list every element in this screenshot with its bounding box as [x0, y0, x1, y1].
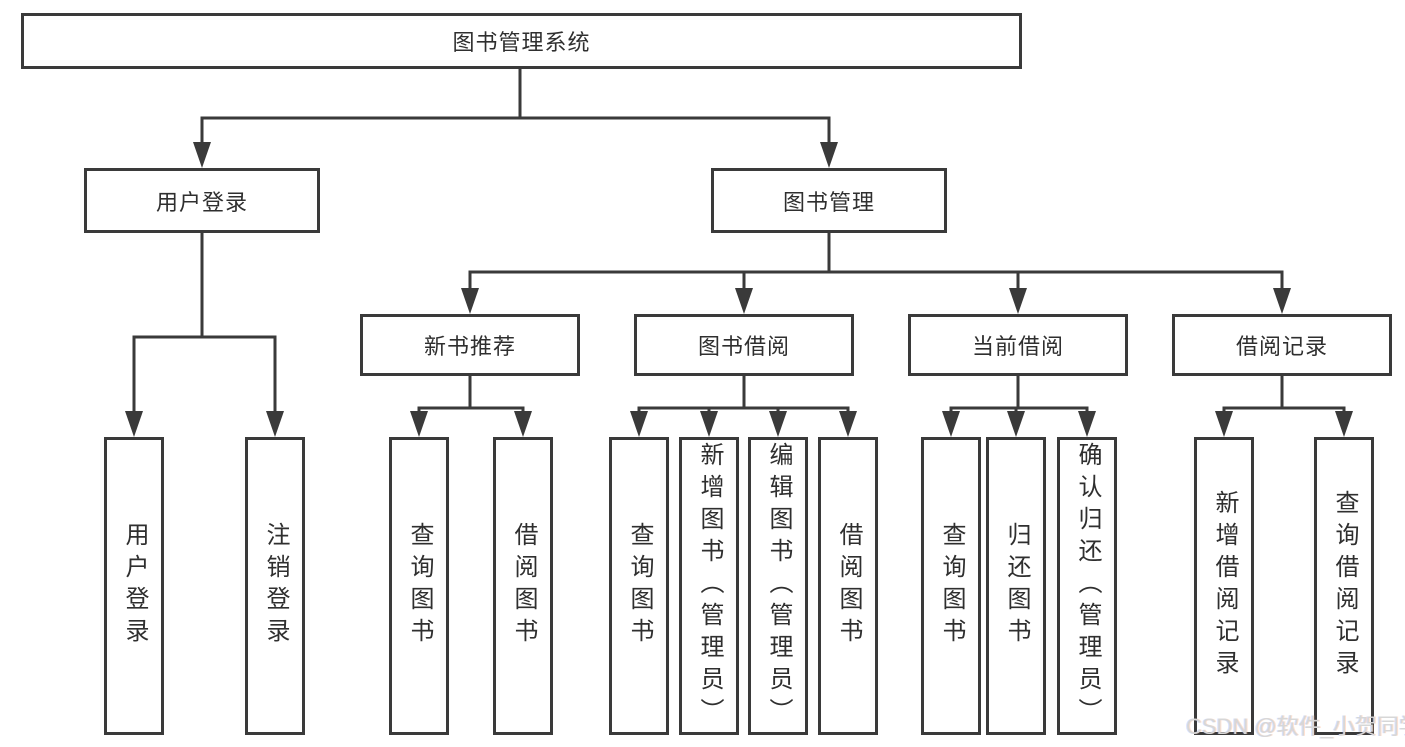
node-current-borrow-label: 当前借阅 [971, 334, 1064, 359]
leaf-borrow-books-recommend-label: 借阅图书 [510, 522, 537, 650]
node-new-book-recommend: 新书推荐 [360, 314, 580, 376]
node-user-login: 用户登录 [84, 168, 320, 233]
leaf-borrow-books-label: 借阅图书 [835, 522, 862, 650]
node-root-label: 图书管理系统 [452, 30, 591, 55]
node-book-management-label: 图书管理 [782, 189, 875, 215]
leaf-add-borrow-record: 新增借阅记录 [1194, 437, 1254, 735]
node-root: 图书管理系统 [21, 13, 1022, 69]
leaf-query-books-borrow: 查询图书 [609, 437, 669, 735]
leaf-confirm-return-admin: 确认归还（管理员） [1057, 437, 1117, 735]
node-current-borrow: 当前借阅 [908, 314, 1128, 376]
leaf-logout-label: 注销登录 [262, 522, 289, 650]
node-book-borrow-label: 图书借阅 [697, 334, 790, 359]
csdn-watermark: CSDN @软件_小贺同学 [1186, 714, 1405, 739]
leaf-query-books-borrow-label: 查询图书 [626, 522, 653, 650]
leaf-edit-books-admin: 编辑图书（管理员） [748, 437, 808, 735]
node-book-management: 图书管理 [711, 168, 947, 233]
leaf-query-borrow-record: 查询借阅记录 [1314, 437, 1374, 735]
leaf-add-books-admin-label: 新增图书（管理员） [696, 442, 723, 730]
leaf-return-books-label: 归还图书 [1003, 522, 1030, 650]
leaf-user-login: 用户登录 [104, 437, 164, 735]
leaf-query-books-recommend-label: 查询图书 [406, 522, 433, 650]
node-book-borrow: 图书借阅 [634, 314, 854, 376]
node-new-book-recommend-label: 新书推荐 [423, 334, 516, 359]
arrowheads [125, 142, 1353, 437]
leaf-borrow-books: 借阅图书 [818, 437, 878, 735]
leaf-borrow-books-recommend: 借阅图书 [493, 437, 553, 735]
leaf-query-books-current: 查询图书 [921, 437, 981, 735]
leaf-return-books: 归还图书 [986, 437, 1046, 735]
leaf-edit-books-admin-label: 编辑图书（管理员） [765, 442, 792, 730]
leaf-user-login-label: 用户登录 [121, 522, 148, 650]
leaf-query-borrow-record-label: 查询借阅记录 [1331, 490, 1358, 682]
node-borrow-records-label: 借阅记录 [1235, 334, 1328, 359]
node-user-login-label: 用户登录 [155, 189, 248, 215]
leaf-logout: 注销登录 [245, 437, 305, 735]
leaf-confirm-return-admin-label: 确认归还（管理员） [1074, 442, 1101, 730]
leaf-query-books-current-label: 查询图书 [938, 522, 965, 650]
leaf-add-books-admin: 新增图书（管理员） [679, 437, 739, 735]
node-borrow-records: 借阅记录 [1172, 314, 1392, 376]
leaf-add-borrow-record-label: 新增借阅记录 [1211, 490, 1238, 682]
leaf-query-books-recommend: 查询图书 [389, 437, 449, 735]
